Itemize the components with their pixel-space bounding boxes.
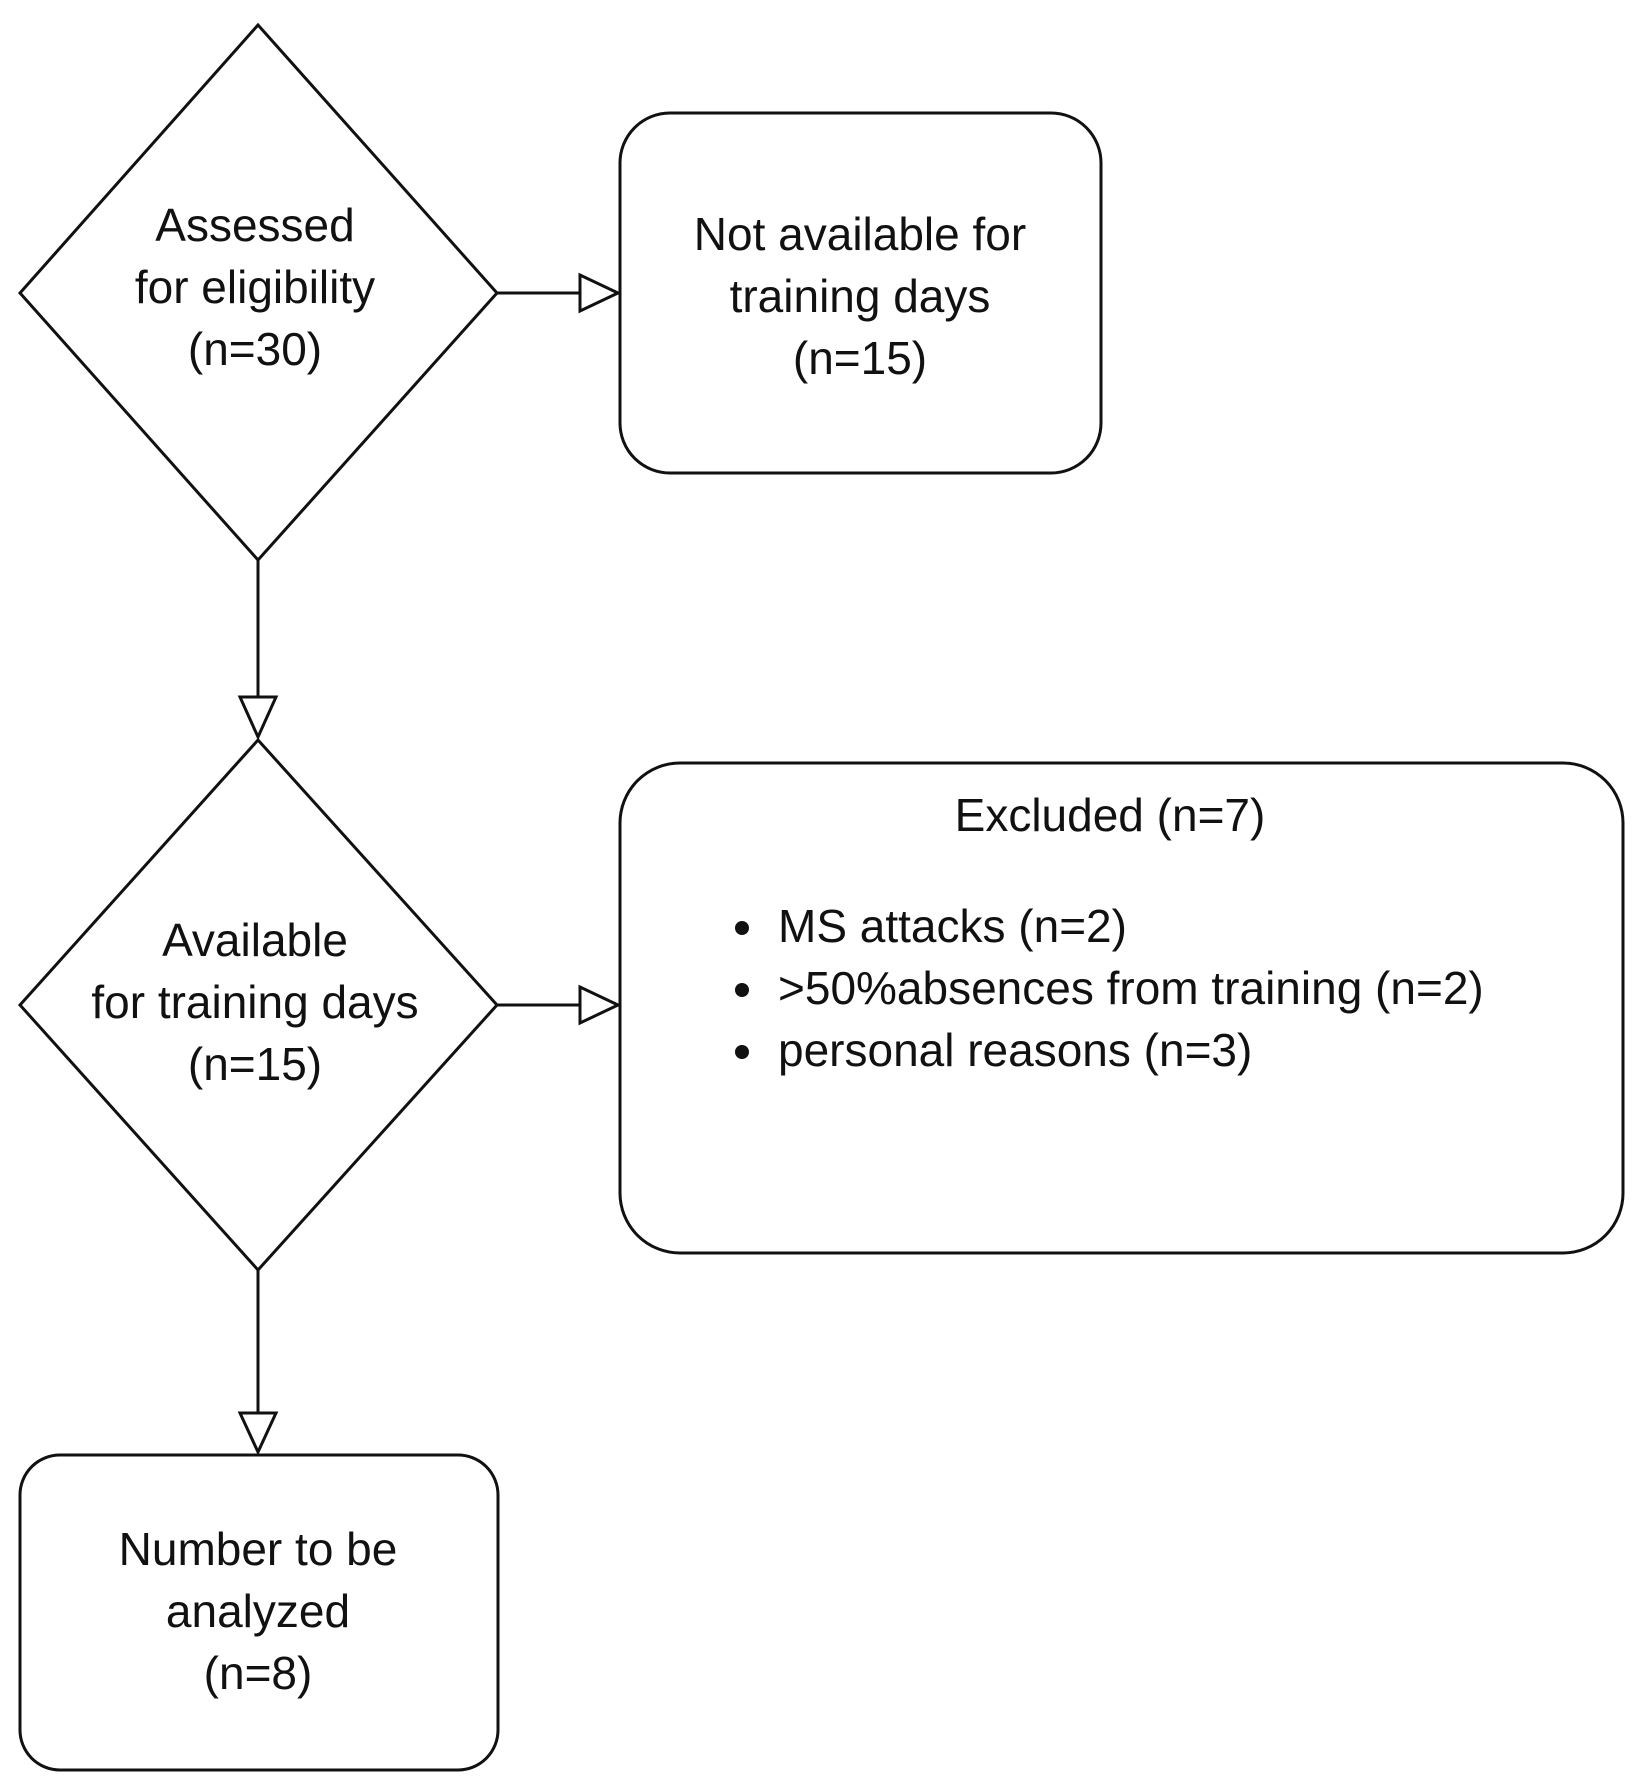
excluded-reasons-list: MS attacks (n=2) >50%absences from train… (710, 895, 1484, 1081)
arrowhead-to-excluded (578, 984, 622, 1026)
arrowhead-to-analyzed (237, 1411, 279, 1456)
analyzed-label: Number to be analyzed (n=8) (119, 1518, 398, 1704)
available-label: Available for training days (n=15) (91, 909, 418, 1095)
assessed-count: (n=30) (187, 323, 323, 375)
analyzed-line-2: analyzed (165, 1585, 351, 1637)
not-available-line-1: Not available for (693, 208, 1027, 260)
assessed-label: Assessed for eligibility (n=30) (135, 194, 375, 380)
excluded-reason-item: >50%absences from training (n=2) (770, 957, 1484, 1019)
analyzed-count: (n=8) (203, 1647, 313, 1699)
available-line-2: for training days (91, 976, 419, 1028)
not-available-count: (n=15) (792, 332, 928, 384)
excluded-reason-item: MS attacks (n=2) (770, 895, 1484, 957)
excluded-title: Excluded (n=7) (954, 789, 1266, 841)
assessed-line-2: for eligibility (134, 261, 376, 313)
excluded-reason-item: personal reasons (n=3) (770, 1019, 1484, 1081)
excluded-box-shape (618, 761, 1625, 1255)
assessed-line-1: Assessed (155, 199, 355, 251)
available-count: (n=15) (187, 1038, 323, 1090)
not-available-line-2: training days (729, 270, 991, 322)
arrowhead-to-available (237, 695, 279, 741)
analyzed-box-shape (18, 1453, 500, 1772)
not-available-label: Not available for training days (n=15) (694, 203, 1026, 389)
analyzed-line-1: Number to be (118, 1523, 398, 1575)
available-line-1: Available (162, 914, 348, 966)
arrowhead-to-not-available (578, 272, 622, 314)
